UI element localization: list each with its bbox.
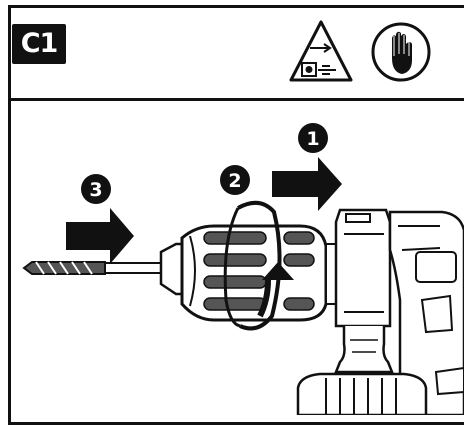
- step-1-number: 1: [306, 128, 319, 150]
- side-handle: [296, 326, 428, 415]
- wear-gloves-icon: [371, 22, 431, 82]
- figure-label: C1: [12, 24, 66, 64]
- step-2-badge: 2: [220, 165, 250, 195]
- illustration: 3 2 1: [22, 20, 464, 415]
- step-3-badge: 3: [81, 174, 111, 204]
- step-3-number: 3: [89, 179, 102, 201]
- step-1-badge: 1: [298, 123, 328, 153]
- drill-housing: [325, 208, 464, 415]
- arrow-step-3: [66, 208, 134, 264]
- figure-header: [8, 5, 464, 101]
- unplug-warning-icon: [289, 20, 353, 82]
- rotation-arrow-ring: [223, 200, 294, 331]
- step-2-number: 2: [228, 170, 241, 192]
- chuck-sleeve: [180, 224, 328, 322]
- arrow-step-1: [272, 157, 342, 211]
- drill-bit: [22, 261, 162, 275]
